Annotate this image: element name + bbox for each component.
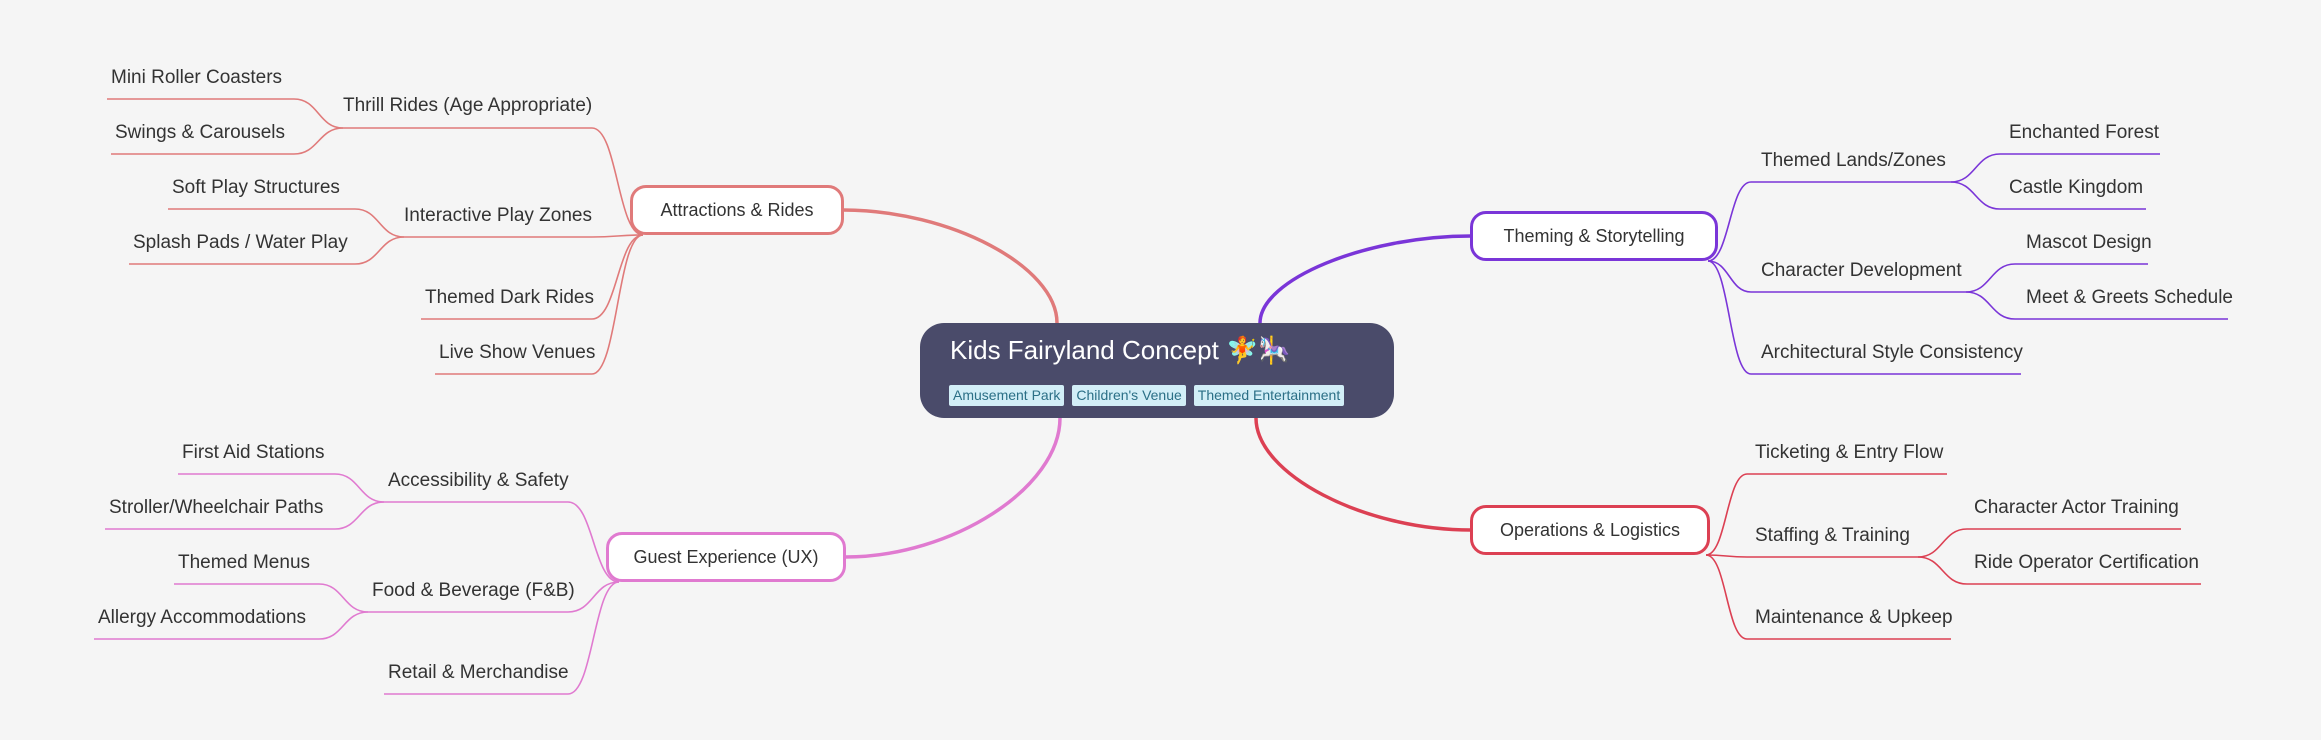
edge-attr-shows xyxy=(591,234,644,375)
branch-operations[interactable]: Operations & Logistics xyxy=(1470,505,1710,555)
root-tags: Amusement Park Children's Venue Themed E… xyxy=(949,385,1345,406)
node-ticketing[interactable]: Ticketing & Entry Flow xyxy=(1755,442,1944,463)
node-character-development[interactable]: Character Development xyxy=(1761,260,1962,281)
edge-root-attractions xyxy=(842,208,1059,324)
node-staffing[interactable]: Staffing & Training xyxy=(1755,525,1910,546)
node-themed-menus[interactable]: Themed Menus xyxy=(178,552,311,573)
node-enchanted-forest[interactable]: Enchanted Forest xyxy=(2009,122,2159,143)
edge-play-soft xyxy=(354,208,405,238)
node-themed-lands[interactable]: Themed Lands/Zones xyxy=(1761,150,1946,171)
edge-play-splash xyxy=(354,236,405,265)
node-character-actor-training[interactable]: Character Actor Training xyxy=(1974,497,2179,518)
node-mascot-design[interactable]: Mascot Design xyxy=(2026,232,2152,253)
edge-lands-forest xyxy=(1950,153,2001,183)
node-ride-operator[interactable]: Ride Operator Certification xyxy=(1974,552,2199,573)
branch-attractions[interactable]: Attractions & Rides xyxy=(630,185,844,235)
edge-staff-ride xyxy=(1917,556,1968,585)
node-meet-greets[interactable]: Meet & Greets Schedule xyxy=(2026,287,2233,308)
edge-access-stroller xyxy=(334,501,385,530)
edge-staff-actor xyxy=(1917,528,1968,558)
node-swings-carousels[interactable]: Swings & Carousels xyxy=(115,122,286,143)
edge-root-guest xyxy=(844,417,1062,559)
edge-theme-lands xyxy=(1707,181,1752,262)
edge-attr-play xyxy=(591,234,644,238)
node-themed-dark-rides[interactable]: Themed Dark Rides xyxy=(425,287,594,308)
node-interactive-play-zones[interactable]: Interactive Play Zones xyxy=(404,205,592,226)
node-food-beverage[interactable]: Food & Beverage (F&B) xyxy=(372,580,575,601)
root-title: Kids Fairyland Concept 🧚🎠 xyxy=(950,335,1291,365)
branch-theming[interactable]: Theming & Storytelling xyxy=(1470,211,1718,261)
edge-guest-food xyxy=(567,581,620,613)
edge-root-operations xyxy=(1254,417,1472,532)
edge-ops-ticketing xyxy=(1705,473,1748,556)
edge-theme-characters xyxy=(1707,260,1752,293)
node-retail[interactable]: Retail & Merchandise xyxy=(388,662,569,683)
node-splash-pads[interactable]: Splash Pads / Water Play xyxy=(133,232,348,253)
edge-ops-maintenance xyxy=(1705,554,1748,640)
node-castle-kingdom[interactable]: Castle Kingdom xyxy=(2009,177,2144,198)
node-first-aid[interactable]: First Aid Stations xyxy=(182,442,325,463)
node-thrill-rides[interactable]: Thrill Rides (Age Appropriate) xyxy=(343,95,593,116)
node-soft-play[interactable]: Soft Play Structures xyxy=(172,177,340,198)
edge-thrill-coasters xyxy=(293,98,344,129)
edge-ops-staffing xyxy=(1705,554,1748,558)
tag-themed-entertainment: Themed Entertainment xyxy=(1193,385,1345,406)
node-accessibility-safety[interactable]: Accessibility & Safety xyxy=(388,470,569,491)
node-allergy[interactable]: Allergy Accommodations xyxy=(98,607,307,628)
edge-lands-castle xyxy=(1950,181,2001,210)
edge-guest-retail xyxy=(567,581,620,695)
edge-root-theming xyxy=(1258,234,1472,324)
node-maintenance[interactable]: Maintenance & Upkeep xyxy=(1755,607,1953,628)
edge-char-mascot xyxy=(1965,263,2016,293)
node-stroller-paths[interactable]: Stroller/Wheelchair Paths xyxy=(109,497,324,518)
edge-guest-access xyxy=(567,501,620,583)
tag-childrens-venue: Children's Venue xyxy=(1072,385,1186,406)
edge-attr-dark xyxy=(591,234,644,320)
edge-food-menus xyxy=(318,583,369,613)
edge-thrill-swings xyxy=(293,127,344,155)
root-node[interactable]: Kids Fairyland Concept 🧚🎠 Amusement Park… xyxy=(920,323,1394,418)
node-architectural-style[interactable]: Architectural Style Consistency xyxy=(1761,342,2023,363)
edge-food-allergy xyxy=(318,611,369,640)
node-mini-roller-coasters[interactable]: Mini Roller Coasters xyxy=(111,67,283,88)
edge-theme-arch xyxy=(1707,260,1752,375)
edge-char-meet xyxy=(1965,291,2016,320)
node-live-show-venues[interactable]: Live Show Venues xyxy=(439,342,596,363)
edge-access-firstaid xyxy=(334,473,385,503)
branch-guest-experience[interactable]: Guest Experience (UX) xyxy=(606,532,846,582)
tag-amusement-park: Amusement Park xyxy=(949,385,1065,406)
